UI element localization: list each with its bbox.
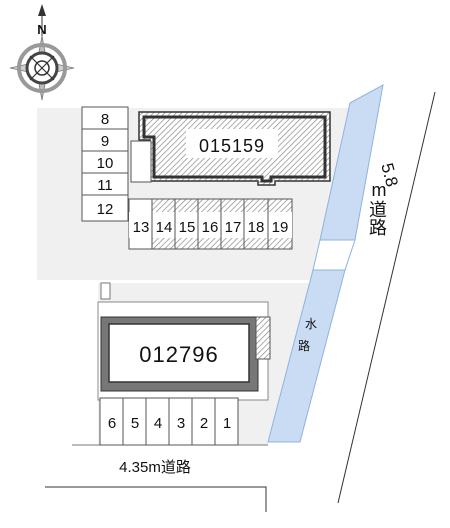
parking-slot-number: 12 — [97, 201, 114, 218]
east-road-name: 道路 — [367, 200, 387, 236]
parking-slot-number: 4 — [154, 415, 162, 432]
waterway-lower — [267, 269, 346, 443]
parking-slot-number: 10 — [97, 155, 114, 172]
building-bottom-id: 012796 — [139, 342, 218, 367]
waterway-crossing — [312, 239, 356, 271]
parking-slot-number: 14 — [156, 219, 173, 236]
parking-slot-number: 9 — [101, 133, 109, 150]
parking-slot-number: 13 — [133, 219, 150, 236]
building-bottom — [97, 282, 271, 401]
waterway-label-1: 水 — [305, 317, 317, 331]
parking-slot-number: 5 — [131, 415, 139, 432]
parking-slot-number: 2 — [200, 415, 208, 432]
parking-left-column: 8 9 10 11 12 — [81, 106, 129, 222]
compass-rose-icon — [9, 4, 75, 101]
east-road-edge — [337, 91, 436, 504]
parking-slot-number: 18 — [248, 219, 265, 236]
building-top — [130, 111, 331, 186]
parking-top-row: 13 14 15 16 17 18 19 — [128, 198, 293, 250]
south-road-label: 4.35m道路 — [119, 459, 191, 476]
north-label: N — [37, 22, 46, 37]
parking-slot-number: 8 — [101, 111, 109, 128]
south-road-edge — [45, 486, 267, 512]
building-top-id: 015159 — [199, 136, 265, 156]
parking-bottom-row: 6 5 4 3 2 1 — [99, 397, 239, 446]
parking-slot-number: 17 — [225, 219, 242, 236]
parking-slot-number: 11 — [97, 177, 113, 194]
parking-slot — [214, 397, 239, 446]
parking-slot — [81, 194, 129, 222]
parking-slot-number: 3 — [177, 415, 185, 432]
parking-slot-number: 15 — [179, 219, 196, 236]
parking-slot-number: 1 — [223, 415, 231, 432]
parking-slot-number: 16 — [202, 219, 219, 236]
parking-slot-number: 6 — [108, 415, 116, 432]
east-road-unit: m — [372, 180, 387, 200]
waterway-label-2: 路 — [298, 338, 310, 353]
parking-slot-number: 19 — [272, 219, 289, 236]
